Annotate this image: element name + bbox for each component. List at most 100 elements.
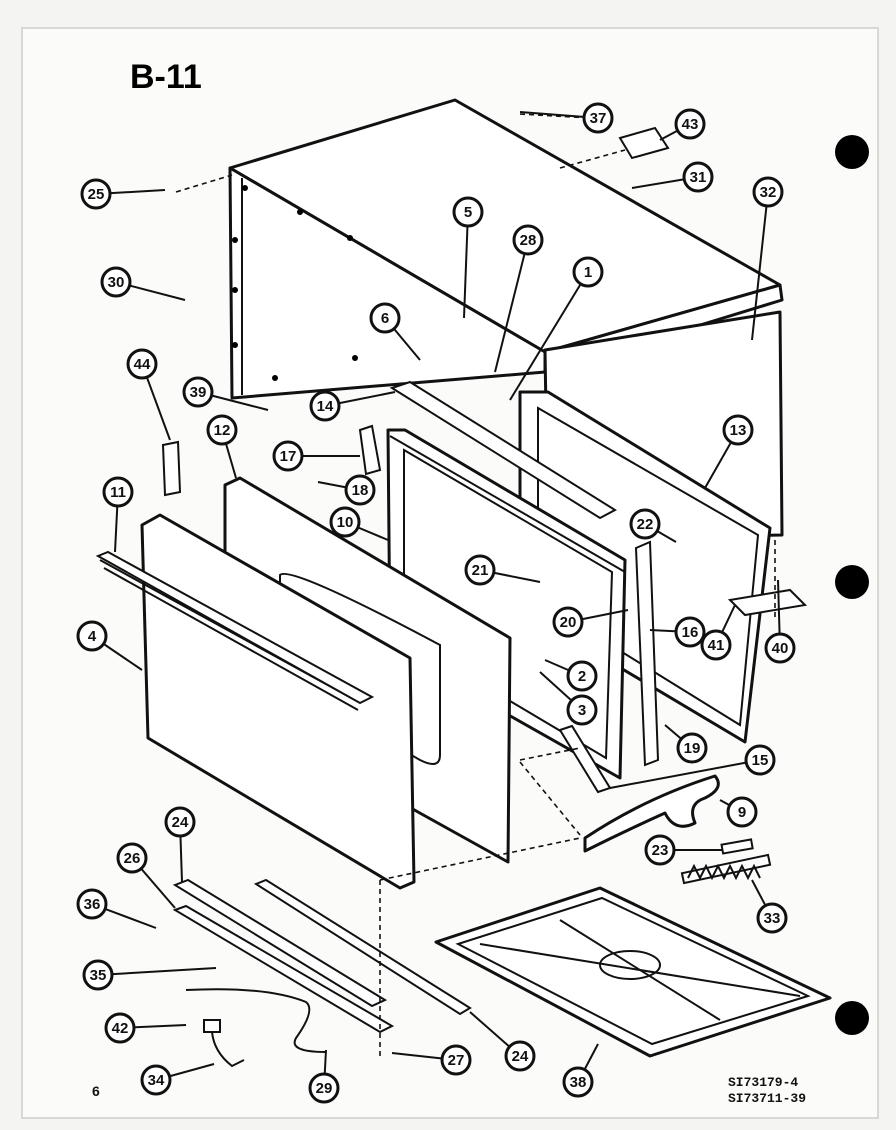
callout-29: 29 xyxy=(308,1049,340,1104)
callout-20: 20 xyxy=(552,606,629,638)
callout-label: 31 xyxy=(690,169,707,186)
plate-44 xyxy=(161,440,182,497)
callout-10: 10 xyxy=(329,506,389,541)
callout-37: 37 xyxy=(519,102,614,134)
callout-circle xyxy=(744,744,776,776)
callout-label: 34 xyxy=(148,1072,165,1089)
callout-label: 14 xyxy=(317,398,334,415)
callout-circle xyxy=(76,620,108,652)
callout-circle xyxy=(752,176,784,208)
bottom-rail-rear xyxy=(253,878,472,1016)
callout-circle xyxy=(674,108,706,140)
callout-label: 18 xyxy=(352,482,369,499)
callout-leader xyxy=(494,239,529,373)
callout-label: 36 xyxy=(84,896,101,913)
callout-circle xyxy=(164,806,196,838)
hinge-arm xyxy=(583,774,720,853)
callout-label: 9 xyxy=(738,804,746,821)
bottom-tray xyxy=(434,886,832,1058)
callout-circle xyxy=(116,842,148,874)
callout-label: 13 xyxy=(730,422,747,439)
callout-34: 34 xyxy=(140,1063,215,1096)
callout-43: 43 xyxy=(659,108,706,141)
door-trim-strip xyxy=(95,550,375,705)
callout-label: 33 xyxy=(764,910,781,927)
callout-circle xyxy=(82,959,114,991)
callout-leader xyxy=(751,191,769,341)
callout-label: 10 xyxy=(337,514,354,531)
callout-label: 3 xyxy=(578,702,586,719)
bottom-rail-front xyxy=(172,878,388,1008)
callout-circle xyxy=(644,834,676,866)
callout-circle xyxy=(566,660,598,692)
binder-hole-top xyxy=(835,135,869,169)
callout-label: 38 xyxy=(570,1074,587,1091)
diagram-title: B-11 xyxy=(130,58,202,96)
callout-circle xyxy=(756,902,788,934)
wire-harness xyxy=(185,988,327,1053)
pin-23 xyxy=(720,838,754,855)
callout-label: 30 xyxy=(108,274,125,291)
callout-circle xyxy=(80,178,112,210)
callout-3: 3 xyxy=(539,671,598,726)
callout-leader xyxy=(463,211,469,319)
hinge-strip-16 xyxy=(634,540,660,767)
callout-circle xyxy=(682,161,714,193)
callout-circle xyxy=(369,302,401,334)
callout-circle xyxy=(582,102,614,134)
callout-9: 9 xyxy=(719,796,758,828)
page-number: 6 xyxy=(92,1083,100,1099)
callout-circle xyxy=(126,348,158,380)
callout-36: 36 xyxy=(76,888,157,929)
callout-label: 24 xyxy=(172,814,189,831)
switch-34 xyxy=(203,1019,221,1033)
callout-35: 35 xyxy=(82,959,217,991)
binder-hole-bottom xyxy=(835,1001,869,1035)
callout-circle xyxy=(566,694,598,726)
bracket-17 xyxy=(358,424,382,476)
callout-label: 1 xyxy=(584,264,592,281)
callout-18: 18 xyxy=(317,474,376,506)
callout-label: 43 xyxy=(682,116,699,133)
callout-circle xyxy=(440,1044,472,1076)
callout-circle xyxy=(464,554,496,586)
callout-42: 42 xyxy=(104,1012,187,1044)
callout-31: 31 xyxy=(631,161,714,193)
callout-26: 26 xyxy=(116,842,176,909)
callout-label: 39 xyxy=(190,384,207,401)
callout-label: 42 xyxy=(112,1020,129,1037)
callout-17: 17 xyxy=(272,440,360,472)
callout-label: 17 xyxy=(280,448,297,465)
callout-circle xyxy=(100,266,132,298)
callout-30: 30 xyxy=(100,266,186,301)
callout-label: 37 xyxy=(590,110,607,127)
assembly-guides xyxy=(175,113,776,1060)
callout-label: 22 xyxy=(637,516,654,533)
callout-24: 24 xyxy=(469,1011,536,1072)
callout-28: 28 xyxy=(494,224,544,373)
callout-circle xyxy=(182,376,214,408)
callout-label: 27 xyxy=(448,1052,465,1069)
callout-circle xyxy=(764,632,796,664)
callout-circle xyxy=(674,616,706,648)
callout-27: 27 xyxy=(391,1044,472,1076)
callout-circle xyxy=(726,796,758,828)
plate-41 xyxy=(727,588,808,617)
model-code-1: SI73179-4 xyxy=(728,1075,798,1090)
callout-label: 28 xyxy=(520,232,537,249)
callout-13: 13 xyxy=(704,414,754,489)
callout-circle xyxy=(104,1012,136,1044)
callout-circle xyxy=(344,474,376,506)
model-code-2: SI73711-39 xyxy=(728,1091,806,1106)
callout-12: 12 xyxy=(206,414,238,479)
callout-label: 29 xyxy=(316,1080,333,1097)
callout-circle xyxy=(512,224,544,256)
callout-25: 25 xyxy=(80,178,166,210)
callout-circle xyxy=(562,1066,594,1098)
callout-label: 24 xyxy=(512,1048,529,1065)
strip-14 xyxy=(389,380,617,520)
callout-circle xyxy=(629,508,661,540)
callout-15: 15 xyxy=(609,744,776,789)
